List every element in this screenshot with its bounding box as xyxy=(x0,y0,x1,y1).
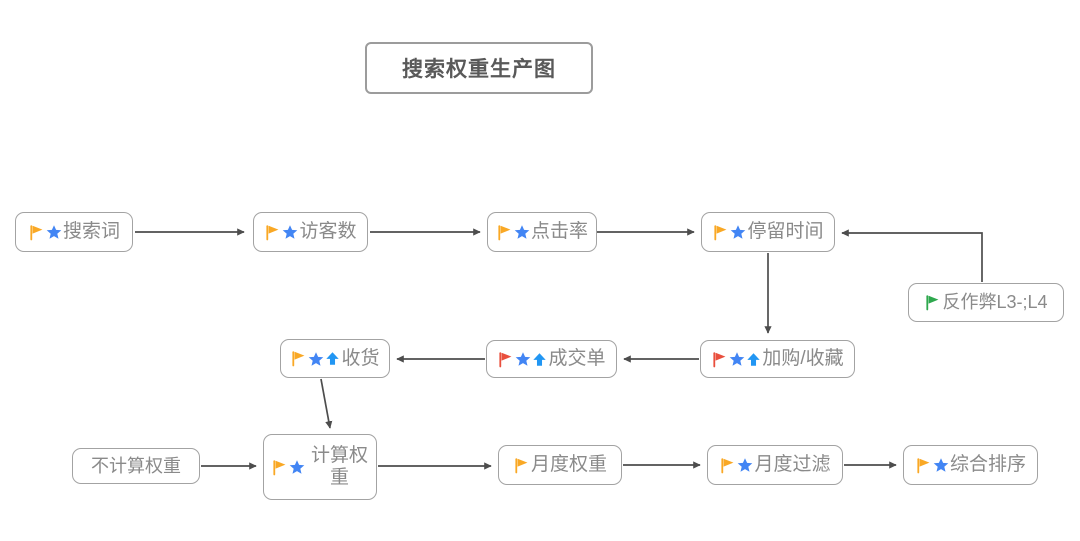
node-label: 点击率 xyxy=(530,221,588,243)
node-label: 搜索词 xyxy=(62,221,120,243)
node-no-weight[interactable]: 不计算权重 xyxy=(72,448,200,484)
node-icons xyxy=(915,457,950,474)
flag-orange-icon xyxy=(712,224,729,241)
flag-orange-icon xyxy=(28,224,45,241)
node-label: 访客数 xyxy=(299,221,357,243)
flag-green-icon xyxy=(924,294,941,311)
diagram-title: 搜索权重生产图 xyxy=(365,42,593,94)
star-blue-icon xyxy=(933,457,949,473)
edge-receipt-to-calc-weight xyxy=(320,378,333,429)
flag-orange-icon xyxy=(719,457,736,474)
node-add-cart-favorite[interactable]: 加购/收藏 xyxy=(700,340,855,378)
flag-orange-icon xyxy=(513,457,530,474)
node-deal-order[interactable]: 成交单 xyxy=(486,340,617,378)
node-label: 不计算权重 xyxy=(91,455,181,476)
node-click-rate[interactable]: 点击率 xyxy=(487,212,597,252)
flag-orange-icon xyxy=(496,224,513,241)
node-icons xyxy=(264,224,299,241)
flag-orange-icon xyxy=(915,457,932,474)
node-calc-weight[interactable]: 计算权重 xyxy=(263,434,377,500)
edge-anti-cheat-to-dwell-time xyxy=(841,229,983,282)
flag-red-icon xyxy=(497,351,514,368)
node-icons xyxy=(513,457,531,474)
node-search-term[interactable]: 搜索词 xyxy=(15,212,133,252)
node-label: 综合排序 xyxy=(949,454,1026,476)
star-blue-icon xyxy=(515,351,531,367)
arrow-up-blue-icon xyxy=(532,352,547,367)
node-icons xyxy=(290,350,341,367)
star-blue-icon xyxy=(730,224,746,240)
star-blue-icon xyxy=(46,224,62,240)
star-blue-icon xyxy=(282,224,298,240)
node-overall-ranking[interactable]: 综合排序 xyxy=(903,445,1038,485)
node-anti-cheat[interactable]: 反作弊L3-;L4 xyxy=(908,283,1064,322)
node-label: 停留时间 xyxy=(747,221,824,243)
star-blue-icon xyxy=(308,351,324,367)
flag-orange-icon xyxy=(264,224,281,241)
node-monthly-weight[interactable]: 月度权重 xyxy=(498,445,622,485)
star-blue-icon xyxy=(514,224,530,240)
node-receipt[interactable]: 收货 xyxy=(280,339,390,378)
node-icons xyxy=(712,224,747,241)
node-label: 反作弊L3-;L4 xyxy=(942,292,1048,313)
star-blue-icon xyxy=(729,351,745,367)
node-icons xyxy=(719,457,754,474)
arrow-up-blue-icon xyxy=(746,352,761,367)
node-icons xyxy=(271,459,306,476)
node-label: 收货 xyxy=(341,347,380,369)
flag-red-icon xyxy=(711,351,728,368)
node-visitors[interactable]: 访客数 xyxy=(253,212,368,252)
arrow-up-blue-icon xyxy=(325,351,340,366)
node-label: 月度权重 xyxy=(530,454,607,476)
node-dwell-time[interactable]: 停留时间 xyxy=(701,212,835,252)
star-blue-icon xyxy=(737,457,753,473)
node-label: 加购/收藏 xyxy=(762,348,844,370)
node-icons xyxy=(924,294,942,311)
flag-orange-icon xyxy=(271,459,288,476)
star-blue-icon xyxy=(289,459,305,475)
node-label: 月度过滤 xyxy=(754,454,831,476)
flag-orange-icon xyxy=(290,350,307,367)
node-label: 成交单 xyxy=(548,348,606,370)
node-monthly-filter[interactable]: 月度过滤 xyxy=(707,445,843,485)
node-label: 计算权重 xyxy=(310,445,368,488)
node-icons xyxy=(28,224,63,241)
node-icons xyxy=(496,224,531,241)
node-icons xyxy=(497,351,548,368)
node-icons xyxy=(711,351,762,368)
